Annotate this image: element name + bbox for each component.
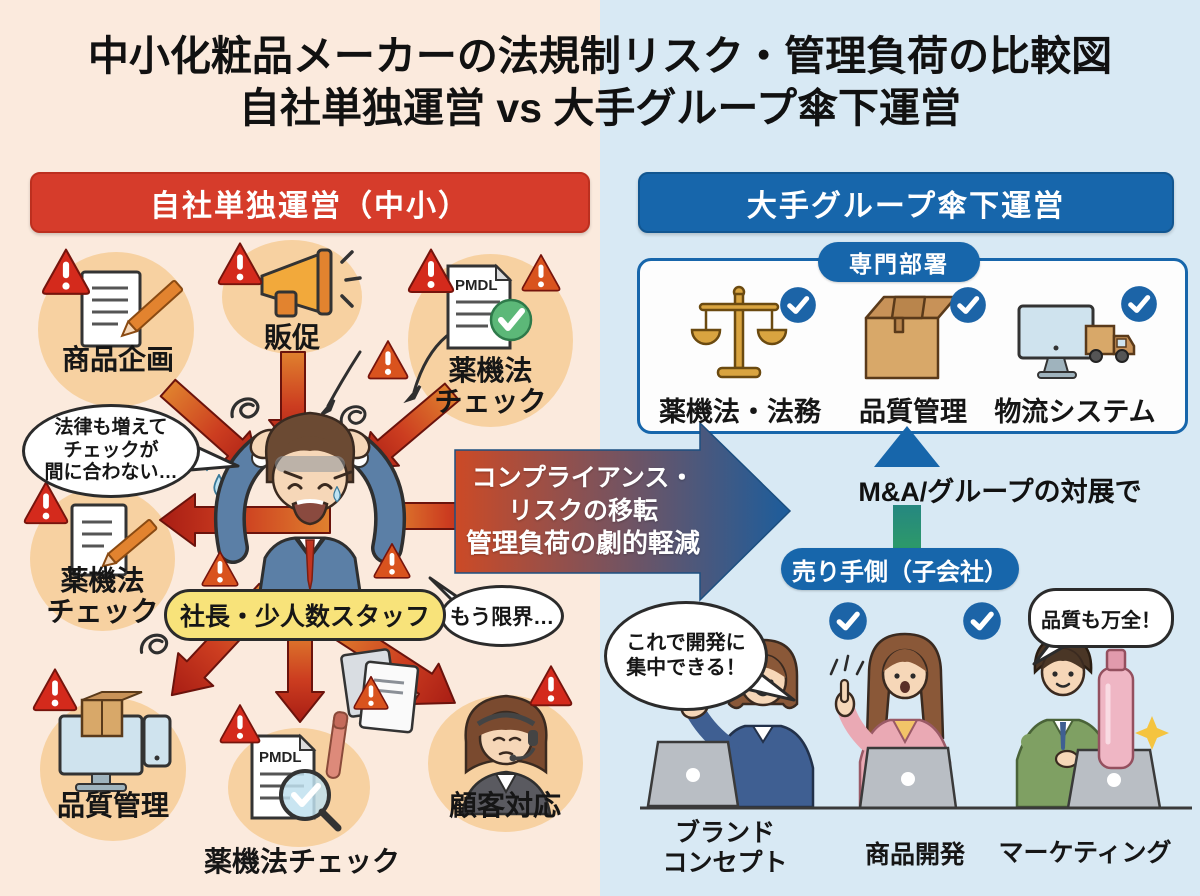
role-product-development: 商品開発 [864,841,965,869]
staff-pill: 社長・少人数スタッフ [164,589,446,641]
label-dept-quality: 品質管理 [859,397,967,427]
label-promotion: 販促 [263,322,320,353]
speech-bubble-quality: 品質も万全！ [1028,588,1174,648]
title-line2: 自社単独運営 vs 大手グループ傘下運営 [239,85,961,132]
ma-caption: M&A/グループの対展で [858,477,1142,507]
label-product-planning: 商品企画 [61,344,174,375]
circle-yakukiho-bottom [228,728,370,847]
speech-bubble-overload: 法律も増えて チェックが 間に合わない… [22,404,200,498]
left-section-header: 自社単独運営（中小） [30,172,590,233]
role-brand-concept: ブランド コンセプト [662,819,788,877]
page-title: 中小化粧品メーカーの法規制リスク・管理負荷の比較図 自社単独運営 vs 大手グル… [0,30,1200,135]
label-yakukiho-top: 薬機法 チェック [434,355,547,418]
dept-badge: 専門部署 [818,242,980,282]
role-marketing: マーケティング [998,839,1172,867]
speech-bubble-limit: もう限界… [440,585,564,647]
label-quality: 品質管理 [56,790,169,821]
label-dept-legal: 薬機法・法務 [659,397,821,427]
label-yakukiho-bottom: 薬機法チェック [203,846,400,877]
title-line1: 中小化粧品メーカーの法規制リスク・管理負荷の比較図 [87,33,1113,79]
transfer-arrow-text: コンプライアンス・ リスクの移転 管理負荷の劇的軽減 [465,464,700,558]
label-yakukiho-left: 薬機法 チェック [46,565,159,628]
speech-bubble-focus: これで開発に 集中できる！ [604,601,768,711]
seller-badge: 売り手側（子会社） [781,548,1019,590]
label-dept-logistics: 物流システム [994,397,1156,427]
label-customer: 顧客対応 [448,790,561,821]
right-section-header: 大手グループ傘下運営 [638,172,1174,233]
circle-product-planning [38,252,194,407]
